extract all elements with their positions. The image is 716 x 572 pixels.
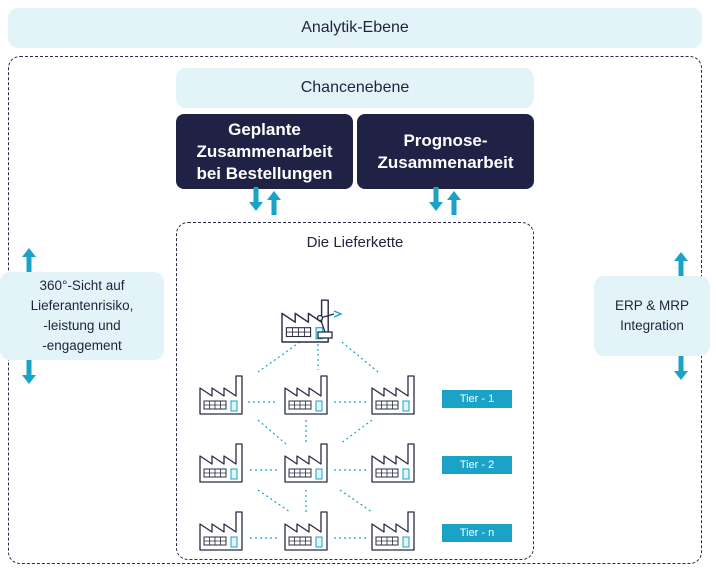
tier-1-label: Tier - 1 [459,393,495,405]
factory-icon [284,511,328,551]
factory-robot-icon [281,299,343,343]
planned-order-collaboration-box: Geplante Zusammenarbeit bei Bestellungen [176,114,353,189]
forecast-line-2: Zusammenarbeit [377,152,514,172]
supplier-risk-panel: 360°-Sicht auf Lieferantenrisiko, -leist… [0,272,164,360]
orders-line-2: Zusammenarbeit [196,141,333,161]
factory-icon [284,443,328,483]
left-panel-line-2: Lieferantenrisiko, [30,298,134,313]
opportunity-layer-bar: Chancenebene [176,68,534,108]
factory-icon [199,511,243,551]
left-down-arrow-icon [22,360,36,384]
orders-line-3: bei Bestellungen [196,163,333,183]
tier-n-label: Tier - n [459,527,495,539]
arrow-pair-forecast-icon [429,187,461,215]
factory-icon [371,443,415,483]
erp-mrp-panel: ERP & MRP Integration [594,276,710,356]
forecast-line-1: Prognose- [403,130,488,150]
right-panel-line-1: ERP & MRP [614,298,690,313]
left-up-arrow-icon [22,248,36,272]
left-panel-line-4: -engagement [42,338,122,353]
tier-1-badge: Tier - 1 [442,390,512,408]
left-panel-line-1: 360°-Sicht auf [39,278,125,293]
analytics-layer-bar: Analytik-Ebene [8,8,702,48]
arrow-pair-orders-icon [249,187,281,215]
right-up-arrow-icon [674,252,688,276]
left-panel-line-3: -leistung und [43,318,121,333]
opportunity-layer-label: Chancenebene [300,79,410,96]
orders-line-1: Geplante [228,119,301,139]
factory-icon [371,511,415,551]
forecast-collaboration-box: Prognose- Zusammenarbeit [357,114,534,189]
factory-icon [199,443,243,483]
supply-chain-title: Die Lieferkette [306,234,404,251]
right-panel-line-2: Integration [620,318,684,333]
right-down-arrow-icon [674,356,688,380]
supply-chain-container [176,222,534,560]
factory-icon [371,375,415,415]
tier-n-badge: Tier - n [442,524,512,542]
tier-2-label: Tier - 2 [459,459,495,471]
analytics-layer-label: Analytik-Ebene [301,19,409,36]
factory-icon [199,375,243,415]
tier-2-badge: Tier - 2 [442,456,512,474]
network-connectors [248,341,379,539]
factory-icon [284,375,328,415]
